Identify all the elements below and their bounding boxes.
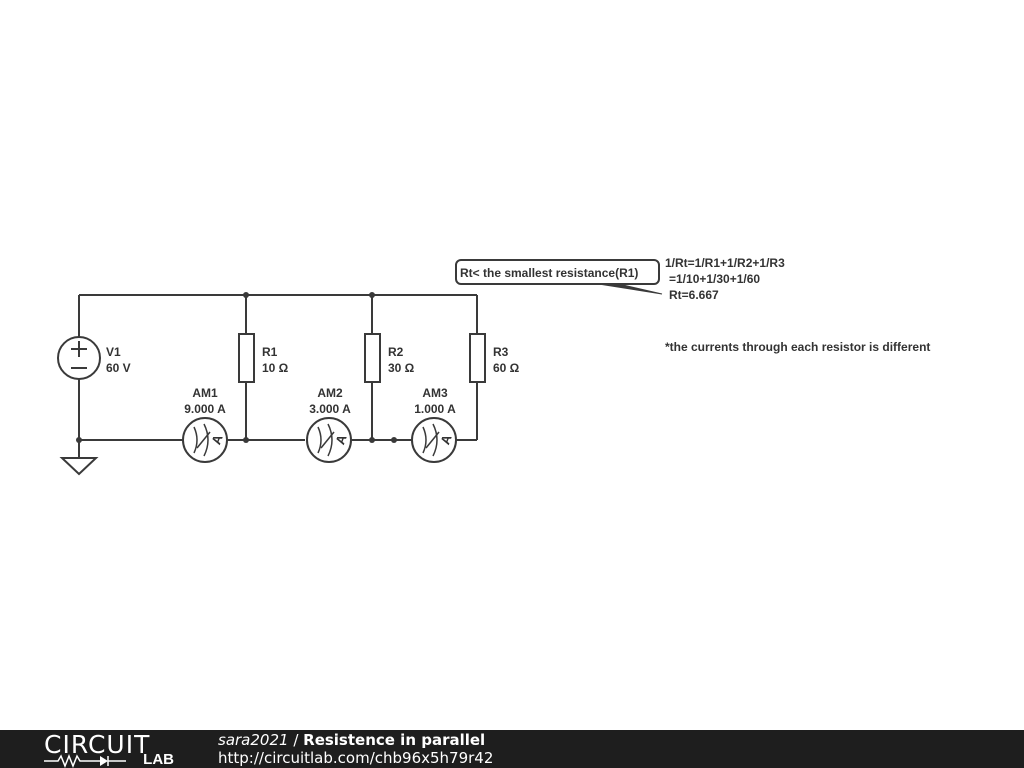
junction-dot [369,437,375,443]
r2-value: 30 Ω [388,361,415,375]
r1-value: 10 Ω [262,361,289,375]
circuit-url[interactable]: http://circuitlab.com/chb96x5h79r42 [218,749,494,767]
voltage-source-v1[interactable] [57,336,101,380]
ammeter-am1[interactable]: A [182,417,228,463]
logo-top-text: CIRCUIT [44,730,151,759]
author-link[interactable]: sara2021 [218,731,289,749]
am3-value: 1.000 A [414,402,456,416]
r3-label: R3 [493,345,509,359]
circuitlab-logo[interactable]: CIRCUIT LAB [44,730,174,768]
logo-resistor-diode-icon [44,754,126,768]
circuit-meta: sara2021 / Resistence in parallel http:/… [218,731,493,767]
resistor-r2[interactable] [364,333,381,383]
am3-label: AM3 [422,386,448,400]
formula-line-2: =1/10+1/30+1/60 [669,272,760,286]
title-separator: / [288,731,304,749]
junction-dot [243,292,249,298]
circuit-title[interactable]: Resistence in parallel [303,731,486,749]
junction-dot [243,437,249,443]
formula-line-1: 1/Rt=1/R1+1/R2+1/R3 [665,256,785,270]
junction-dot [391,437,397,443]
circuit-title-line: sara2021 / Resistence in parallel [218,731,493,749]
logo-bottom-text: LAB [143,751,174,768]
v1-label: V1 [106,345,121,359]
note-text: *the currents through each resistor is d… [665,340,930,354]
r2-label: R2 [388,345,404,359]
junction-dot [76,437,82,443]
junction-dot [369,292,375,298]
resistor-r1[interactable] [238,333,255,383]
ammeter-am3[interactable]: A [411,417,457,463]
v1-value: 60 V [106,361,131,375]
ammeter-am2[interactable]: A [306,417,352,463]
am1-value: 9.000 A [184,402,226,416]
ground-symbol [59,457,99,476]
resistor-r3[interactable] [469,333,486,383]
r3-value: 60 Ω [493,361,520,375]
callout[interactable]: Rt< the smallest resistance(R1) [455,259,663,295]
formula-line-3: Rt=6.667 [669,288,719,302]
callout-text: Rt< the smallest resistance(R1) [460,266,638,280]
am2-label: AM2 [317,386,343,400]
footer-bar: CIRCUIT LAB sara2021 / Resistence in par… [0,730,1024,768]
r1-label: R1 [262,345,278,359]
am2-value: 3.000 A [309,402,351,416]
am1-label: AM1 [192,386,218,400]
schematic-canvas: V1 60 V R1 10 Ω R2 30 Ω R3 60 Ω A AM1 9.… [57,256,930,476]
